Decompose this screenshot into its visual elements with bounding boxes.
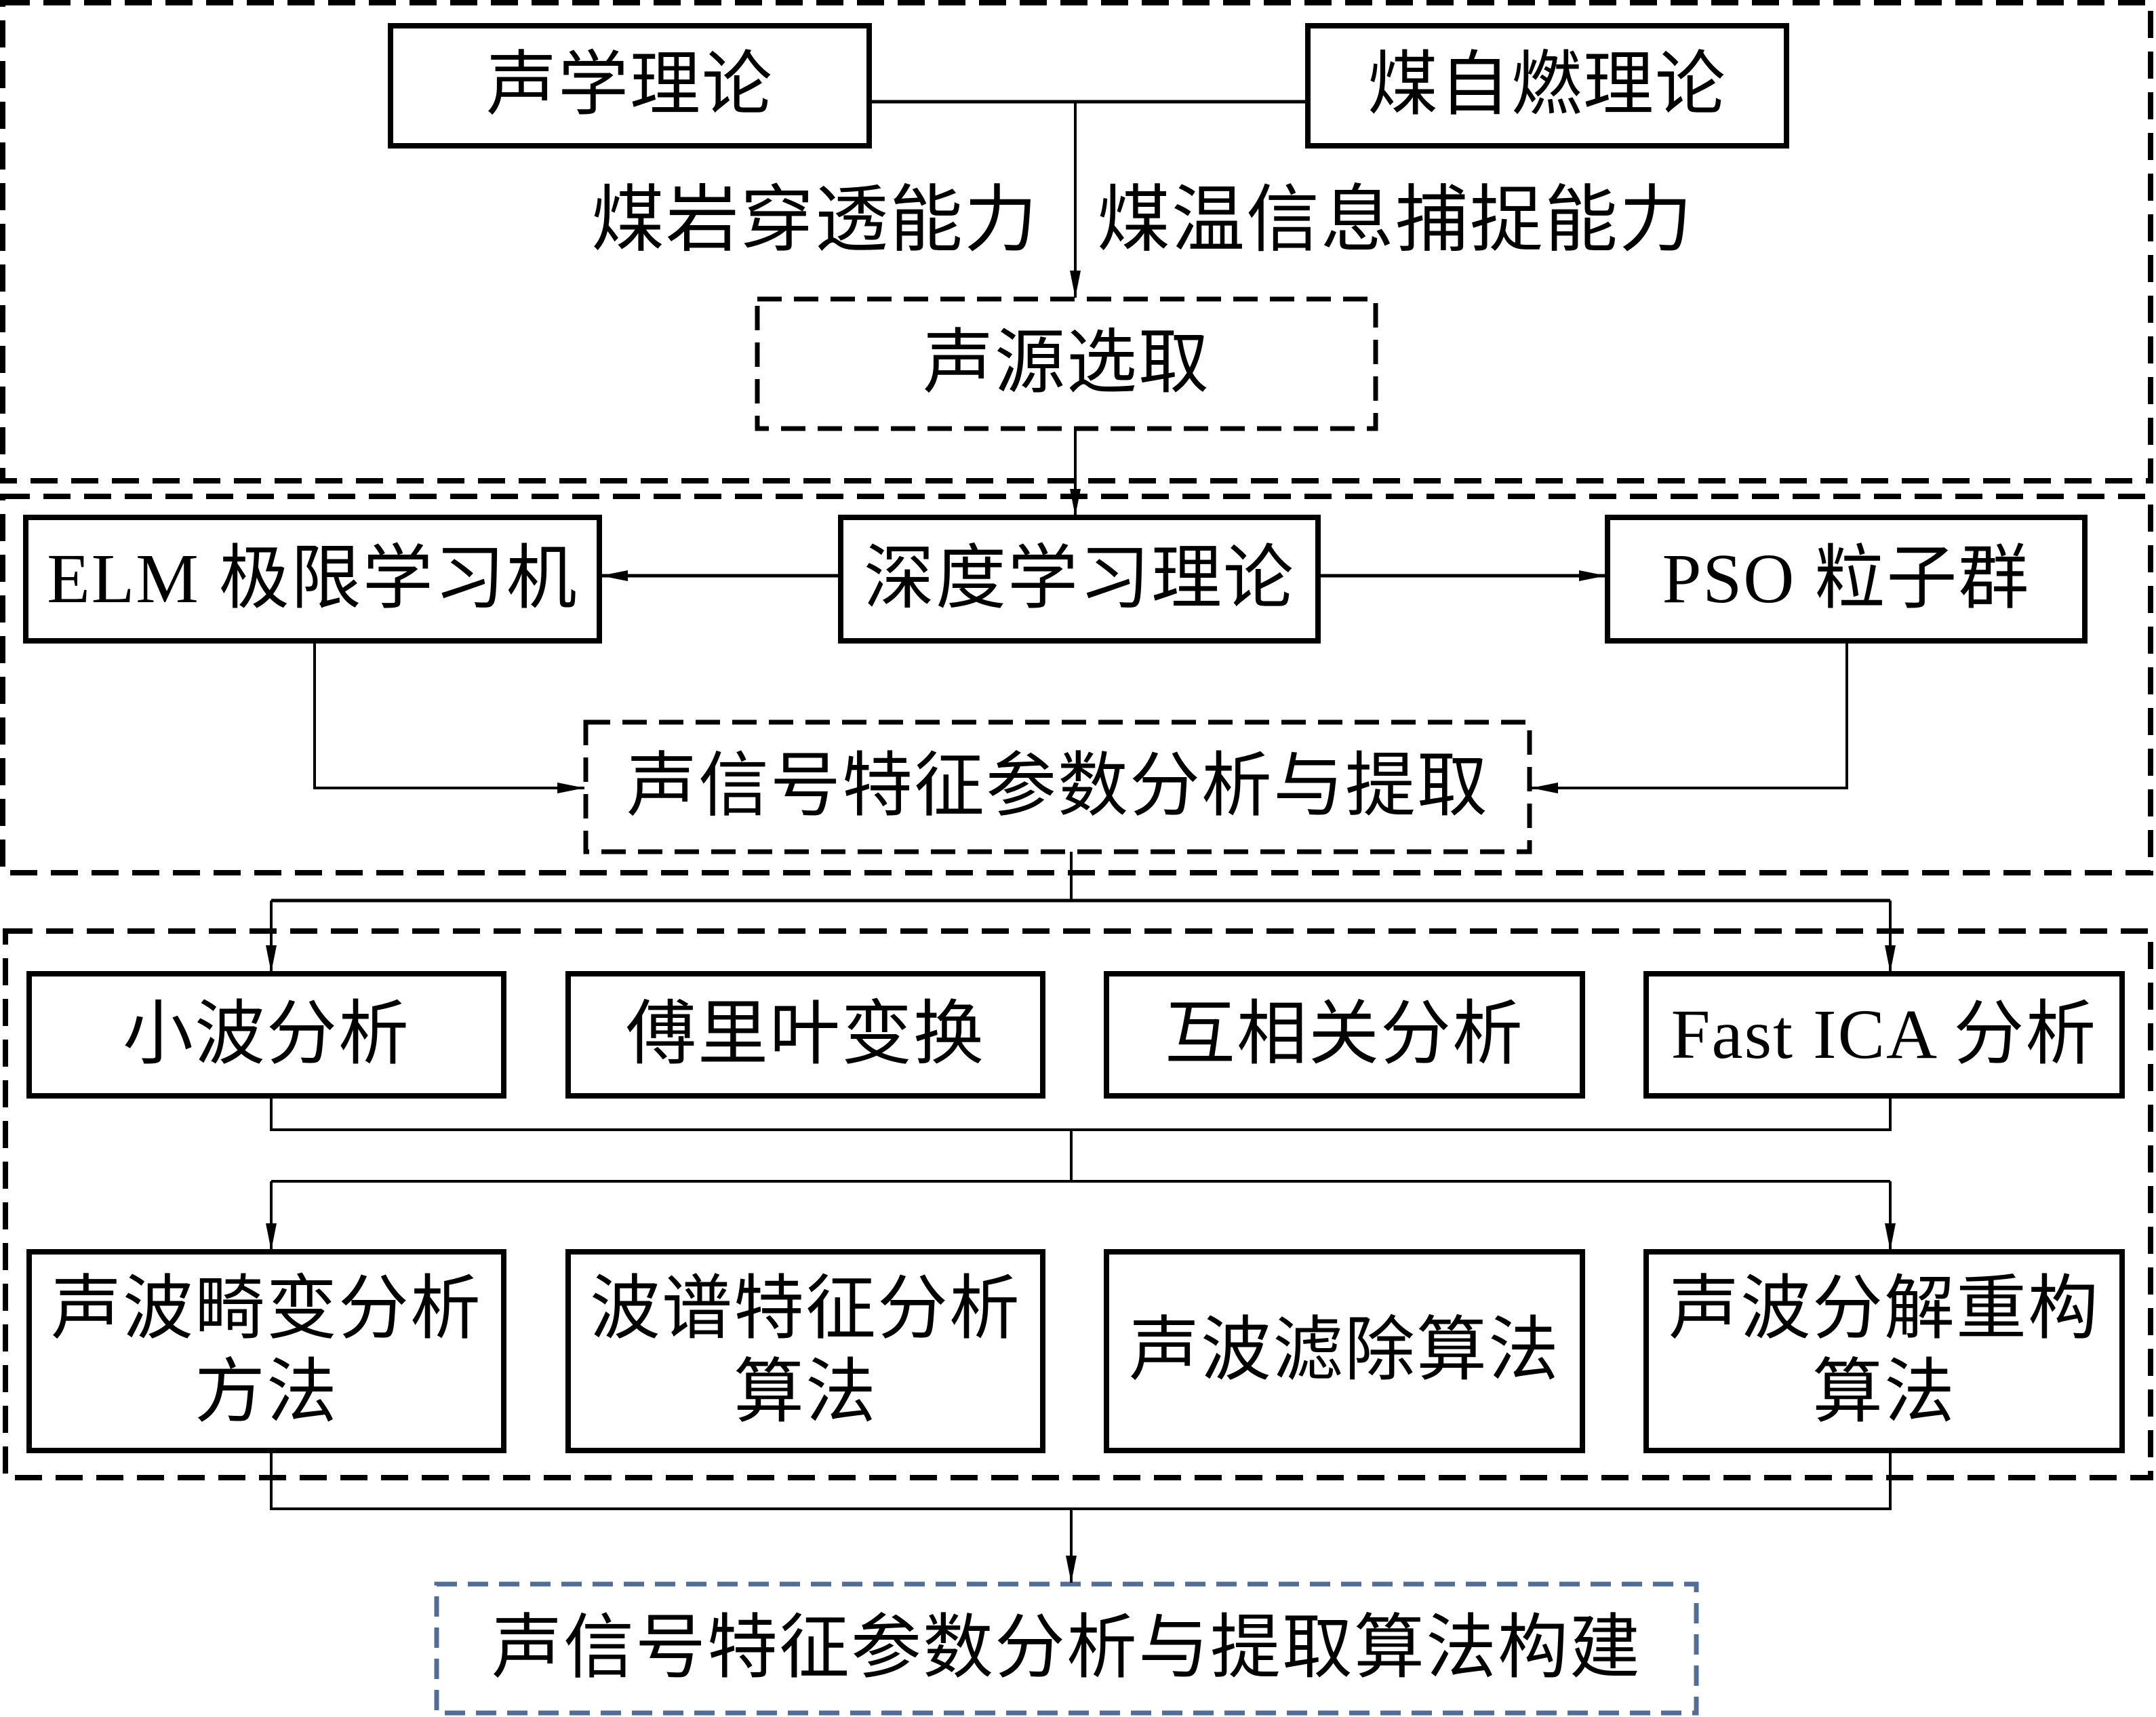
node-label: 声学理论 — [485, 46, 774, 125]
node-sound-source-selection: 声源选取 — [757, 299, 1376, 429]
node-deep-learning-theory: 深度学习理论 — [841, 517, 1318, 641]
connector-row-b-merge — [270, 1450, 1892, 1510]
box-final-algorithm-border — [434, 1581, 1699, 1716]
edge-label-penetration: 煤岩穿透能力 — [591, 180, 1039, 261]
box-distortion — [26, 1249, 506, 1453]
box-sound-source-border — [755, 296, 1378, 431]
node-label-line-2: 方法 — [194, 1353, 338, 1432]
node-label-line-2: 算法 — [733, 1353, 877, 1432]
node-label: 声波滤除算法 — [1128, 1311, 1560, 1390]
arrow-pso-to-feature — [1531, 641, 1848, 793]
node-label-line-1: 声波畸变分析 — [50, 1269, 482, 1348]
box-deep-learning — [838, 515, 1321, 644]
node-label: 互相关分析 — [1164, 995, 1524, 1073]
node-label-line-1: 波谱特征分析 — [589, 1269, 1021, 1348]
box-spectrum — [565, 1249, 1045, 1453]
node-final-algorithm: 声信号特征参数分析与提取算法构建 — [437, 1584, 1696, 1713]
section-frame-processing — [3, 928, 2153, 1480]
node-pso: PSO 粒子群 — [1608, 517, 2085, 641]
box-elm — [23, 515, 602, 644]
box-cross-correlation — [1104, 971, 1585, 1099]
node-label-line-1: 声波分解重构 — [1668, 1269, 2100, 1348]
node-feature-extraction: 声信号特征参数分析与提取 — [586, 722, 1530, 852]
node-cross-correlation: 互相关分析 — [1106, 974, 1582, 1096]
node-label: 小波分析 — [122, 995, 410, 1073]
node-label: Fast ICA 分析 — [1671, 995, 2098, 1073]
node-label: 深度学习理论 — [863, 539, 1295, 618]
node-acoustic-theory: 声学理论 — [391, 26, 869, 146]
box-coal-combustion-theory — [1305, 23, 1789, 149]
section-frame-source — [0, 0, 2153, 483]
node-coal-combustion-theory: 煤自燃理论 — [1308, 26, 1786, 146]
node-fourier-transform: 傅里叶变换 — [568, 974, 1043, 1096]
node-decomposition-reconstruction: 声波分解重构 算法 — [1646, 1252, 2122, 1450]
node-label-line-2: 算法 — [1812, 1353, 1956, 1432]
box-filtering — [1104, 1249, 1585, 1453]
node-spectrum-feature-analysis: 波谱特征分析 算法 — [568, 1252, 1043, 1450]
node-distortion-analysis: 声波畸变分析 方法 — [29, 1252, 504, 1450]
box-fourier — [565, 971, 1045, 1099]
box-acoustic-theory — [388, 23, 872, 149]
node-label: ELM 极限学习机 — [47, 539, 578, 618]
node-label: 声源选取 — [922, 324, 1210, 403]
box-feature-extraction-border — [583, 719, 1532, 854]
node-elm: ELM 极限学习机 — [26, 517, 599, 641]
node-label: 声信号特征参数分析与提取算法构建 — [491, 1609, 1641, 1687]
node-wavelet-analysis: 小波分析 — [29, 974, 504, 1096]
node-label: 声信号特征参数分析与提取 — [626, 747, 1489, 826]
connector-row-a-merge — [270, 1096, 1892, 1131]
node-fast-ica: Fast ICA 分析 — [1646, 974, 2122, 1096]
box-fast-ica — [1643, 971, 2125, 1099]
box-wavelet — [26, 971, 506, 1099]
node-label: 傅里叶变换 — [625, 995, 985, 1073]
box-decomposition — [1643, 1249, 2125, 1453]
node-label: 煤自燃理论 — [1367, 46, 1727, 125]
arrow-elm-to-feature — [313, 641, 584, 793]
node-label: PSO 粒子群 — [1662, 539, 2031, 618]
edge-label-temperature-capture: 煤温信息捕捉能力 — [1097, 180, 1694, 261]
node-wave-filtering: 声波滤除算法 — [1106, 1252, 1582, 1450]
